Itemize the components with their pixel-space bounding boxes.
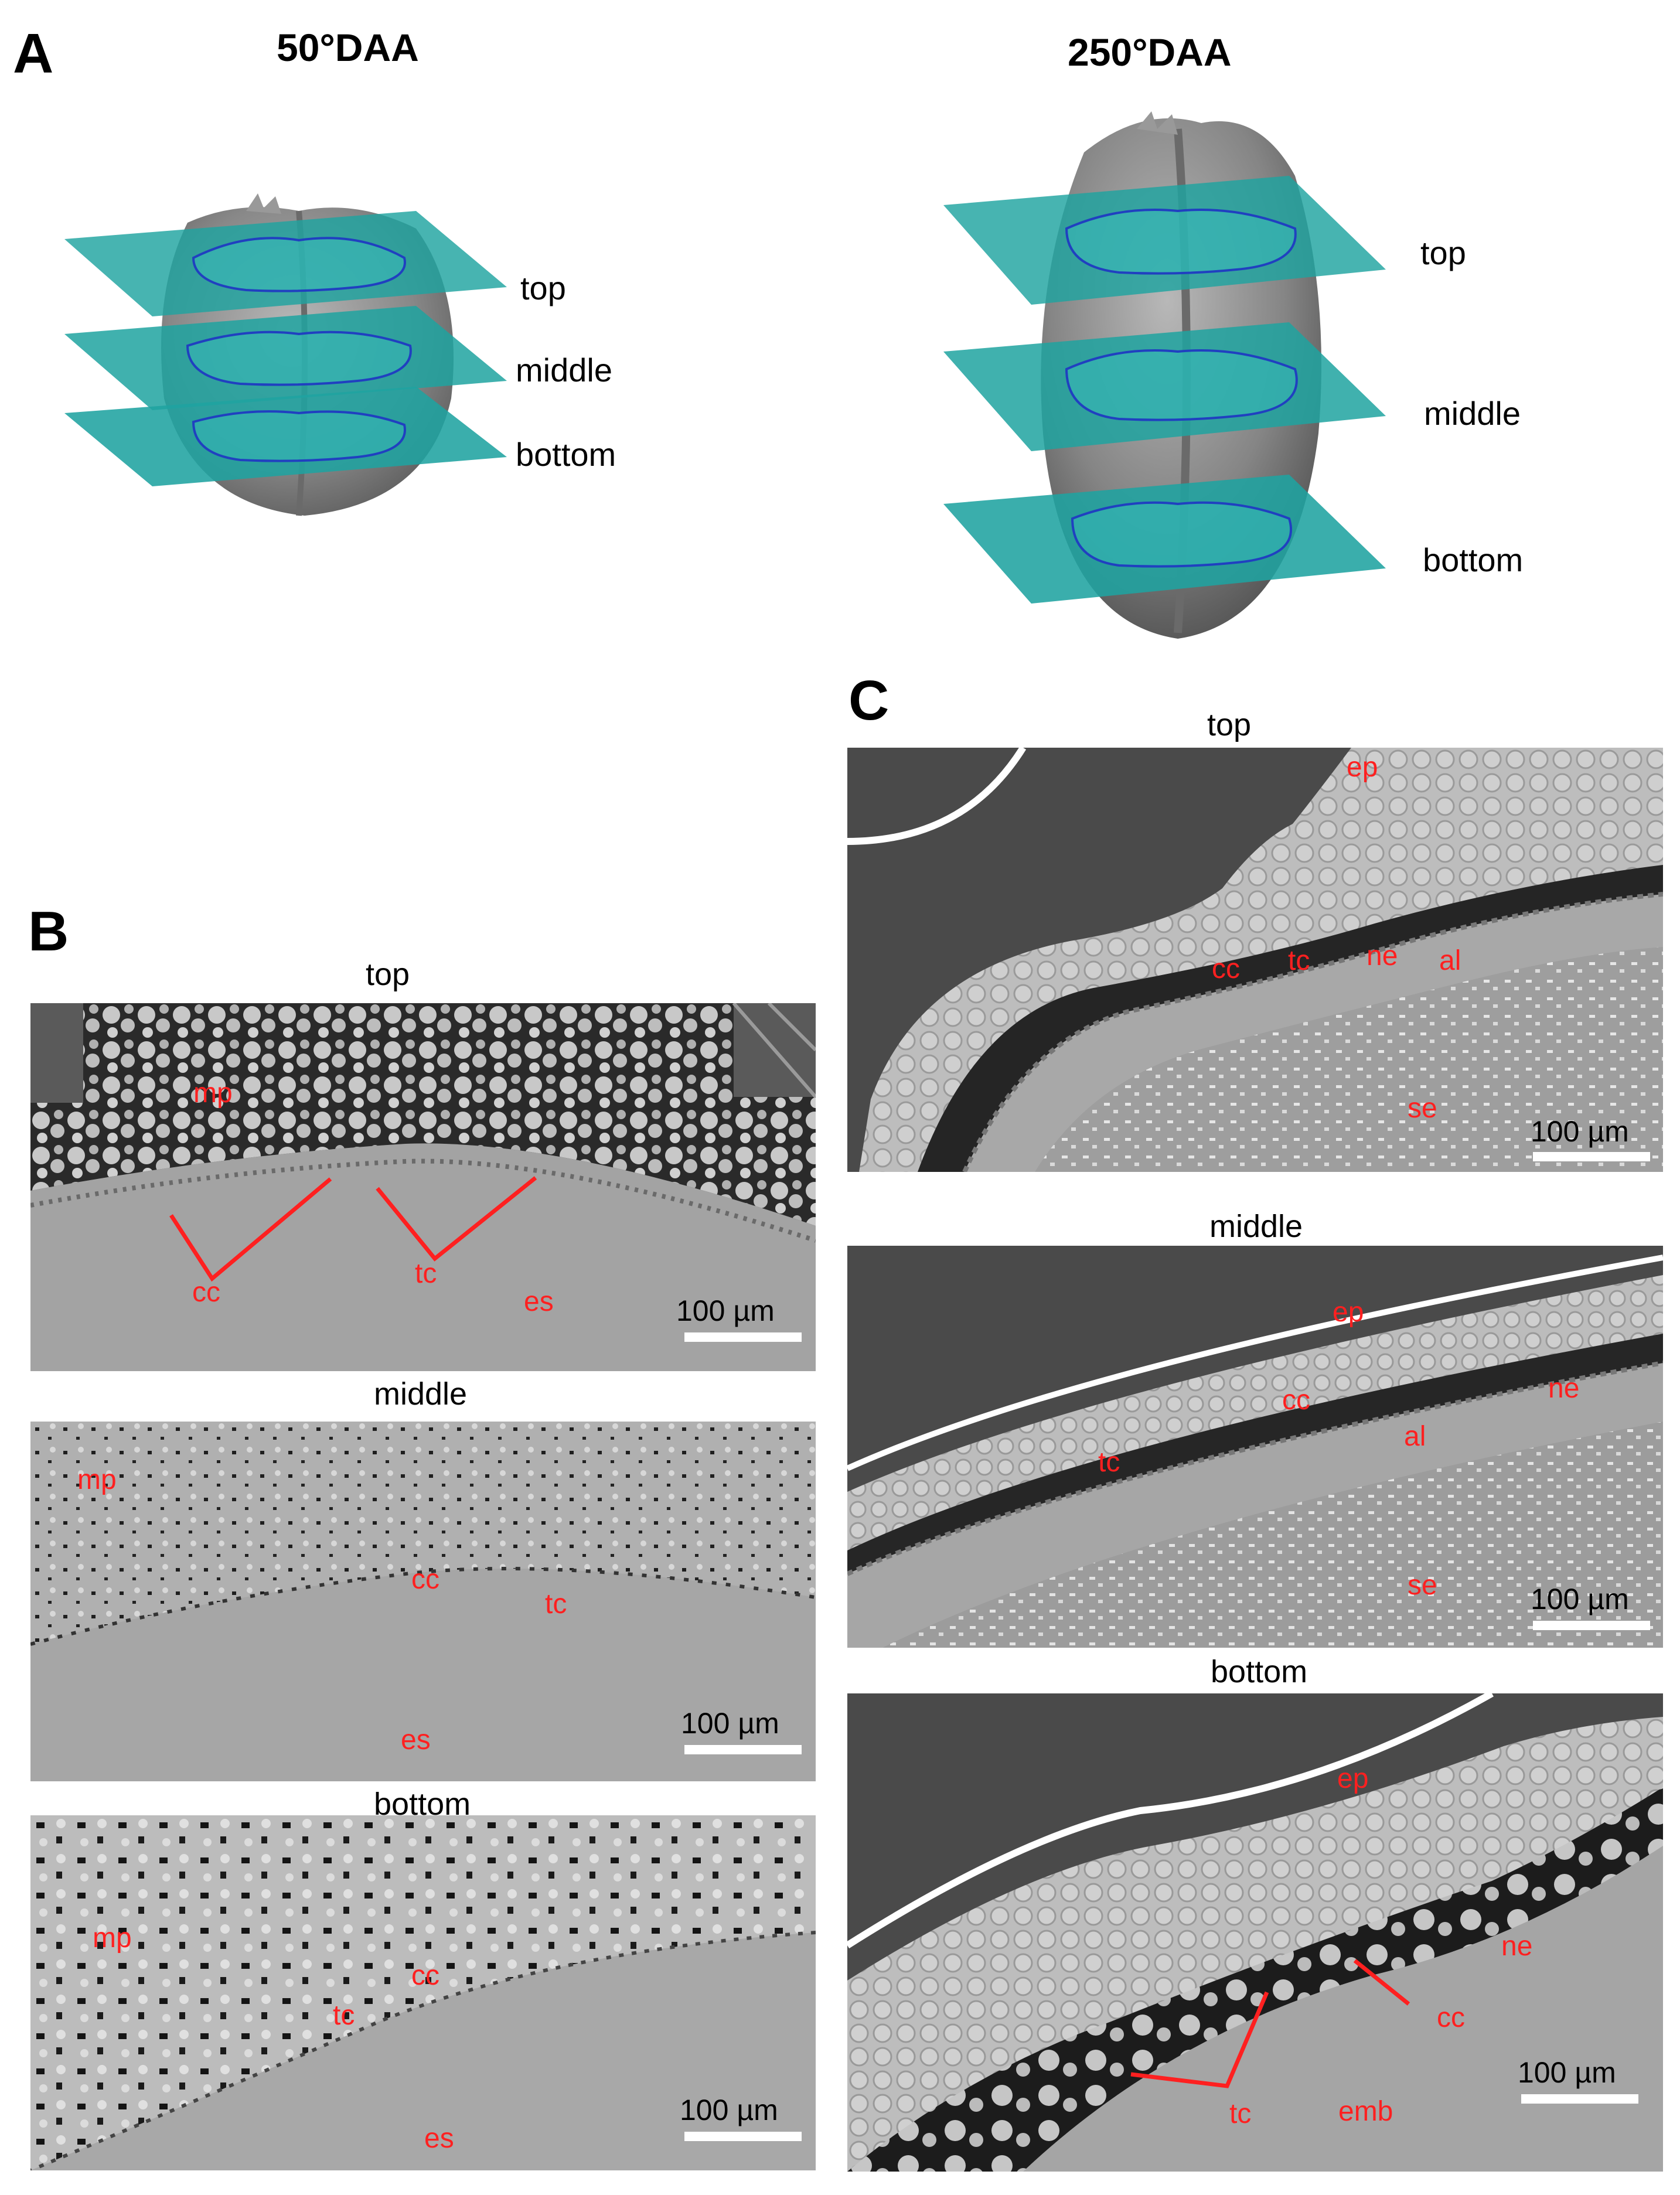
micrograph-c-middle: ep cc ne al tc se 100 µm [847,1246,1663,1648]
label-se: se [1408,1570,1437,1601]
scale-label: 100 µm [1531,1583,1629,1615]
scale-bar [684,2132,802,2141]
label-emb: emb [1338,2096,1393,2127]
c-title-top: top [1207,707,1252,742]
label-es: es [401,1724,431,1756]
label-tc: tc [333,2000,355,2031]
panel-letter-a: A [13,22,54,85]
label-es: es [524,1286,554,1317]
label-tc: tc [1098,1447,1120,1478]
plane-middle-50 [64,306,507,410]
label-cc: cc [411,1960,439,1991]
label-ep: ep [1347,752,1378,783]
title-50daa: 50°DAA [277,26,419,69]
panel-letter-b: B [28,900,69,963]
plane-label-bottom-50: bottom [516,436,616,473]
c-title-middle: middle [1209,1209,1303,1244]
label-al: al [1404,1421,1426,1452]
label-mp: mp [193,1078,233,1109]
plane-bottom-50 [64,387,507,486]
b-title-top: top [366,957,410,992]
b-title-middle: middle [374,1376,468,1412]
label-tc: tc [545,1589,567,1620]
label-se: se [1408,1093,1437,1124]
scale-bar [1533,1621,1650,1630]
panel-letter-c: C [848,669,890,732]
micrograph-b-top: mp cc tc es 100 µm [30,1003,816,1371]
label-ep: ep [1333,1297,1364,1328]
seed-model-250daa [943,111,1386,639]
label-cc: cc [1437,2002,1465,2033]
scale-label: 100 µm [1531,1115,1629,1148]
scale-label: 100 µm [681,1707,779,1740]
label-ep: ep [1337,1763,1369,1794]
plane-label-bottom-250: bottom [1423,541,1524,578]
label-tc: tc [1288,945,1310,976]
label-cc: cc [1282,1385,1310,1416]
plane-bottom-250 [943,475,1386,604]
label-cc: cc [192,1277,220,1308]
scale-bar [1521,2094,1638,2104]
micrograph-c-top: ep cc tc ne al se 100 µm [847,748,1663,1172]
plane-label-middle-50: middle [516,352,612,388]
scale-bar [684,1745,802,1754]
plane-label-middle-250: middle [1424,395,1521,432]
label-ne: ne [1501,1931,1533,1962]
plane-top-50 [64,211,507,316]
plane-label-top-250: top [1420,234,1466,271]
scale-bar [1533,1152,1650,1161]
c-title-bottom: bottom [1211,1654,1308,1689]
label-al: al [1439,945,1461,976]
micrograph-b-bottom: mp cc tc es 100 µm [30,1815,816,2170]
label-ne: ne [1548,1373,1580,1404]
label-cc: cc [411,1564,439,1595]
plane-label-top-50: top [520,270,566,306]
plane-top-250 [943,176,1386,305]
label-cc: cc [1212,953,1240,984]
label-tc: tc [1229,2098,1252,2129]
label-es: es [424,2123,454,2154]
scale-label: 100 µm [676,1294,775,1327]
label-mp: mp [77,1464,117,1495]
b-title-bottom: bottom [374,1787,471,1822]
title-250daa: 250°DAA [1068,30,1232,74]
scale-label: 100 µm [680,2094,778,2126]
seed-model-50daa [64,193,507,516]
scale-bar [684,1332,802,1342]
scale-label: 100 µm [1518,2056,1616,2089]
label-ne: ne [1367,940,1398,972]
micrograph-b-middle: mp cc tc es 100 µm [30,1422,816,1781]
label-tc: tc [415,1258,437,1289]
plane-middle-250 [943,322,1386,451]
label-mp: mp [93,1923,132,1954]
micrograph-c-bottom: ep ne cc tc emb 100 µm [847,1693,1663,2172]
